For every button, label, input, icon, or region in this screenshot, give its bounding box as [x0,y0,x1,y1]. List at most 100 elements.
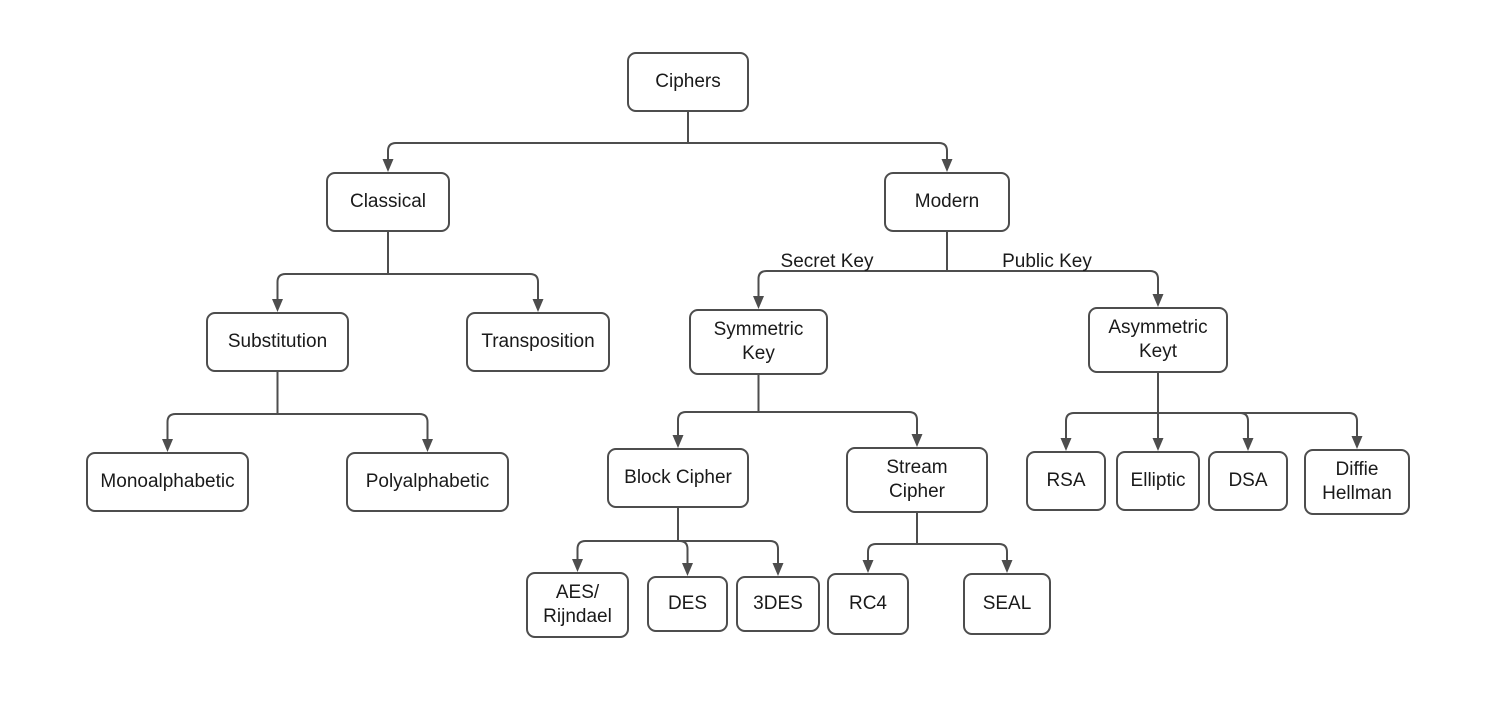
node-label-aes: Rijndael [543,606,612,627]
node-label-transposition: Transposition [481,331,594,352]
edge-arrowhead [1152,438,1164,451]
node-label-aes: AES/ [556,582,600,603]
node-label-rsa: RSA [1046,470,1085,491]
node-aes[interactable]: AES/Rijndael [526,572,629,638]
edge-layer [162,111,1363,576]
node-box-transposition[interactable] [466,312,610,372]
edge-arrowhead [911,434,923,447]
node-label-asymmetric: Keyt [1139,341,1178,362]
node-label-block: Block Cipher [624,467,732,488]
node-box-rc4[interactable] [827,573,909,635]
node-box-aes[interactable] [526,572,629,638]
node-elliptic[interactable]: Elliptic [1116,451,1200,511]
node-box-3des[interactable] [736,576,820,632]
edge-arrowhead [532,299,544,312]
node-label-substitution: Substitution [228,331,327,352]
node-box-classical[interactable] [326,172,450,232]
edge-branch [166,413,278,440]
edge-arrowhead [1242,438,1254,451]
edge-branch [387,142,688,160]
node-box-ciphers[interactable] [627,52,749,112]
node-mono[interactable]: Monoalphabetic [86,452,249,512]
edge-branch [677,411,759,436]
node-label-3des: 3DES [753,593,803,614]
node-box-rsa[interactable] [1026,451,1106,511]
node-3des[interactable]: 3DES [736,576,820,632]
node-label-stream: Stream [886,457,947,478]
node-label-classical: Classical [350,191,426,212]
edge-branch [1065,412,1158,439]
edge-branch [688,142,948,160]
node-box-mono[interactable] [86,452,249,512]
edge-branch [758,411,918,435]
node-modern[interactable]: Modern [884,172,1010,232]
edge-arrowhead [672,435,684,448]
edge-branch [388,273,539,300]
node-label-stream: Cipher [889,481,946,502]
edge-arrowhead [382,159,394,172]
node-label-diffie: Hellman [1322,483,1392,504]
edge-branch [576,540,678,560]
node-box-seal[interactable] [963,573,1051,635]
node-ciphers[interactable]: Ciphers [627,52,749,112]
edge-arrowhead [272,299,283,312]
edge-arrowhead [682,563,693,576]
edge-arrowhead [862,560,874,573]
edge-branch [1158,412,1249,439]
edge-arrowhead [1001,560,1013,573]
node-label-des: DES [668,593,707,614]
edge-arrowhead [753,296,764,309]
node-block[interactable]: Block Cipher [607,448,749,508]
edge-label-secret-key: Secret Key [781,251,874,272]
node-label-ciphers: Ciphers [655,71,720,92]
node-box-elliptic[interactable] [1116,451,1200,511]
edge-branch [757,270,947,297]
node-label-elliptic: Elliptic [1131,470,1186,491]
edge-label-public-key: Public Key [1002,251,1092,272]
node-label-seal: SEAL [983,593,1032,614]
edge-label-layer: Secret Key Public Key [781,251,1093,272]
node-seal[interactable]: SEAL [963,573,1051,635]
node-label-diffie: Diffie [1336,459,1379,480]
node-substitution[interactable]: Substitution [206,312,349,372]
node-box-asymmetric[interactable] [1088,307,1228,373]
node-box-diffie[interactable] [1304,449,1410,515]
node-label-rc4: RC4 [849,593,887,614]
node-rsa[interactable]: RSA [1026,451,1106,511]
node-box-des[interactable] [647,576,728,632]
node-box-substitution[interactable] [206,312,349,372]
node-box-stream[interactable] [846,447,988,513]
edge-branch [917,543,1008,561]
node-poly[interactable]: Polyalphabetic [346,452,509,512]
edge-arrowhead [422,439,433,452]
edge-branch [678,540,779,564]
node-box-dsa[interactable] [1208,451,1288,511]
node-classical[interactable]: Classical [326,172,450,232]
node-box-block[interactable] [607,448,749,508]
node-rc4[interactable]: RC4 [827,573,909,635]
edge-arrowhead [162,439,173,452]
edge-branch [276,273,388,300]
node-transposition[interactable]: Transposition [466,312,610,372]
node-label-modern: Modern [915,191,979,212]
edge-branch [678,540,689,564]
node-box-modern[interactable] [884,172,1010,232]
edge-branch [947,270,1159,295]
edge-branch [277,413,429,440]
edge-branch [867,543,917,561]
node-label-asymmetric: Asymmetric [1108,317,1207,338]
node-des[interactable]: DES [647,576,728,632]
node-dsa[interactable]: DSA [1208,451,1288,511]
node-label-symmetric: Symmetric [714,319,804,340]
edge-arrowhead [1060,438,1072,451]
edge-arrowhead [1152,294,1164,307]
node-box-symmetric[interactable] [689,309,828,375]
node-box-poly[interactable] [346,452,509,512]
edge-arrowhead [572,559,583,572]
